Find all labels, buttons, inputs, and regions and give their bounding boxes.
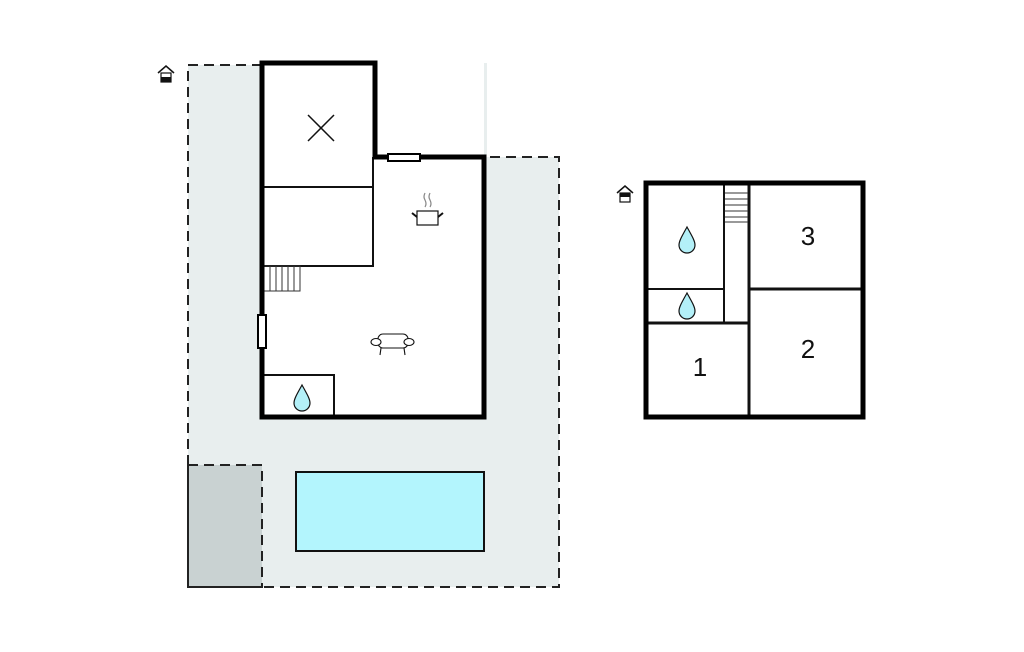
ground-floor	[257, 60, 487, 420]
cooking-pot-icon	[411, 192, 444, 226]
bedroom-2-label: 2	[801, 334, 815, 364]
window-icon	[387, 153, 421, 162]
terrace	[188, 65, 559, 587]
bedroom-3-label: 3	[801, 221, 815, 251]
exterior-walls	[259, 60, 487, 420]
house-entrance-icon	[616, 185, 634, 203]
water-drop-icon	[293, 383, 311, 412]
water-drop-icon	[678, 291, 696, 320]
water-drop-icon	[678, 225, 696, 254]
window-icon	[257, 314, 267, 349]
pool	[295, 471, 485, 552]
bedroom-1-label: 1	[693, 352, 707, 382]
sofa-icon	[370, 333, 415, 356]
exterior-walls	[643, 180, 866, 420]
stairs-icon	[263, 265, 301, 292]
outdoor-area	[187, 64, 560, 588]
plot-boundary	[187, 64, 560, 588]
upper-floor: 1 2 3	[643, 180, 866, 420]
parking-area	[187, 464, 263, 588]
stairs-icon	[725, 192, 748, 223]
house-entrance-icon	[157, 65, 175, 83]
x-mark-icon	[307, 114, 335, 142]
